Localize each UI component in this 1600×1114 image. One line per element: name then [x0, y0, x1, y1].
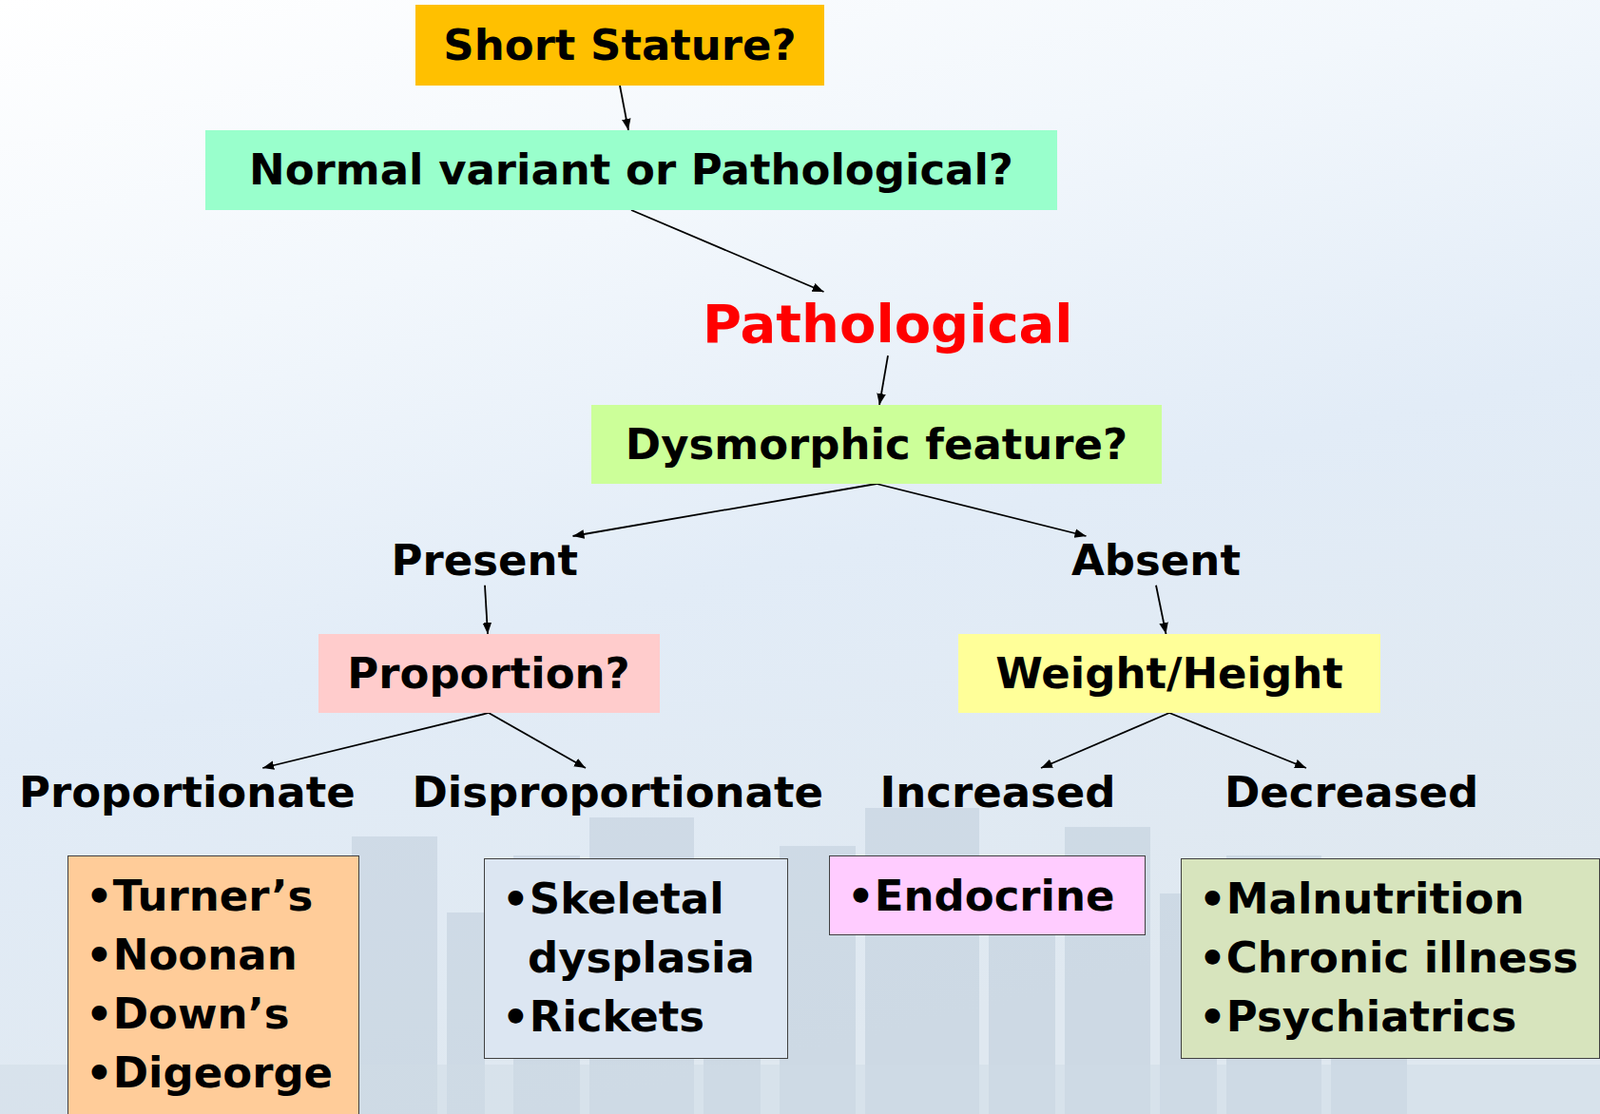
node-text: •Skeletal dysplasia — [501, 869, 774, 988]
node-text: •Digeorge — [85, 1043, 333, 1103]
node-text: Weight/Height — [995, 648, 1344, 700]
branch-label: Absent — [1069, 536, 1243, 586]
branch-label: Pathological — [700, 291, 1076, 356]
cause-list-box: •Malnutrition•Chronic illness•Psychiatri… — [1180, 858, 1600, 1060]
node-text: Present — [391, 536, 579, 586]
arrow-connector — [573, 483, 878, 537]
cause-list-box: •Endocrine — [828, 855, 1146, 936]
question-box: Short Stature? — [415, 4, 825, 86]
arrow-connector — [879, 355, 888, 405]
branch-label: Disproportionate — [410, 768, 827, 818]
node-text: •Rickets — [501, 987, 774, 1047]
node-text: Increased — [880, 768, 1118, 818]
cause-list-box: •Turner’s•Noonan•Down’s•Digeorge — [67, 855, 360, 1114]
arrow-connector — [631, 210, 825, 292]
node-text: •Noonan — [85, 925, 298, 985]
node-text: •Chronic illness — [1198, 928, 1579, 988]
arrow-connector — [484, 585, 488, 635]
node-text: Proportionate — [19, 768, 356, 818]
arrow-connector — [1156, 585, 1167, 635]
arrow-connector — [262, 713, 489, 769]
branch-label: Proportionate — [17, 768, 358, 818]
branch-label: Increased — [878, 768, 1119, 818]
arrow-connector — [619, 85, 629, 131]
question-box: Weight/Height — [958, 634, 1381, 714]
node-text: Pathological — [702, 291, 1074, 356]
arrow-connector — [1040, 713, 1170, 769]
node-text: •Psychiatrics — [1198, 987, 1517, 1047]
node-text: Normal variant or Pathological? — [249, 144, 1014, 196]
branch-label: Present — [389, 536, 581, 586]
node-text: Disproportionate — [412, 768, 825, 818]
node-text: Decreased — [1224, 768, 1480, 818]
node-text: Proportion? — [346, 648, 630, 700]
node-text: •Endocrine — [847, 867, 1116, 926]
node-text: Dysmorphic feature? — [625, 419, 1128, 471]
arrow-connector — [488, 713, 586, 769]
node-text: •Down’s — [85, 984, 290, 1044]
arrow-connector — [876, 483, 1087, 537]
question-box: Dysmorphic feature? — [591, 404, 1162, 484]
arrow-connector — [1169, 713, 1307, 769]
node-text: •Malnutrition — [1198, 869, 1524, 929]
branch-label: Decreased — [1222, 768, 1482, 818]
node-text: Short Stature? — [443, 19, 796, 72]
question-box: Proportion? — [318, 634, 660, 714]
node-text: Absent — [1071, 536, 1241, 586]
node-text: •Turner’s — [85, 867, 313, 926]
question-box: Normal variant or Pathological? — [205, 130, 1058, 211]
cause-list-box: •Skeletal dysplasia•Rickets — [483, 858, 789, 1060]
